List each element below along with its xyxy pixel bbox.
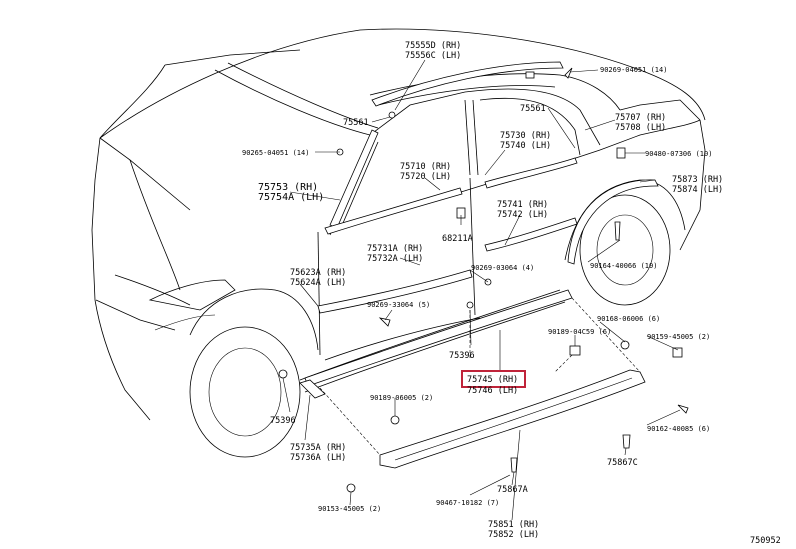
callout-75873-lh: 75874 (LH) xyxy=(672,185,723,195)
callout-90480: 90480-07306 (10) xyxy=(645,150,712,158)
callout-75623-rh: 75623A (RH) xyxy=(290,268,346,278)
callout-75741-lh: 75742 (LH) xyxy=(497,210,548,220)
callout-75730-rh: 75730 (RH) xyxy=(500,131,551,141)
callout-75623-lh: 75624A (LH) xyxy=(290,278,346,288)
callout-75735-lh: 75736A (LH) xyxy=(290,453,346,463)
callout-75753-lh: 75754A (LH) xyxy=(258,192,324,203)
callout-75745-rh: 75745 (RH) xyxy=(467,375,518,385)
highlight-box-75745 xyxy=(461,370,526,388)
callout-90269-33064: 90269-33064 (5) xyxy=(367,301,430,309)
callout-75707-lh: 75708 (LH) xyxy=(615,123,666,133)
callout-75555-rh: 75555D (RH) xyxy=(405,41,461,51)
callout-75396-b: 75396 xyxy=(270,416,296,426)
callout-75561-a: 75561 xyxy=(343,118,369,128)
callout-75873-rh: 75873 (RH) xyxy=(672,175,723,185)
callout-75731-lh: 75732A (LH) xyxy=(367,254,423,264)
callout-labels: 75555D (RH) 75556C (LH) 90269-04051 (14)… xyxy=(242,41,781,546)
callout-90269-04051: 90269-04051 (14) xyxy=(600,66,667,74)
callout-75707-rh: 75707 (RH) xyxy=(615,113,666,123)
callout-75731-rh: 75731A (RH) xyxy=(367,244,423,254)
callout-90189-04c59: 90189-04C59 (6) xyxy=(548,328,611,336)
callout-75753-rh: 75753 (RH) xyxy=(258,182,318,193)
callout-75867a: 75867A xyxy=(497,485,528,495)
callout-75396-a: 75396 xyxy=(449,351,475,361)
callout-90168: 90168-06006 (6) xyxy=(597,315,660,323)
callout-90265: 90265-04051 (14) xyxy=(242,149,309,157)
callout-75710-rh: 75710 (RH) xyxy=(400,162,451,172)
callout-75867c: 75867C xyxy=(607,458,638,468)
callout-75735-rh: 75735A (RH) xyxy=(290,443,346,453)
car-body-outline xyxy=(91,28,706,458)
callout-75730-lh: 75740 (LH) xyxy=(500,141,551,151)
callout-90467: 90467-10182 (7) xyxy=(436,499,499,507)
callout-90269-03064: 90269-03064 (4) xyxy=(471,264,534,272)
callout-75741-rh: 75741 (RH) xyxy=(497,200,548,210)
callout-90159-45005: 90159-45005 (2) xyxy=(647,333,710,341)
callout-75851-lh: 75852 (LH) xyxy=(488,530,539,540)
callout-75710-lh: 75720 (LH) xyxy=(400,172,451,182)
callout-68211a: 68211A xyxy=(442,234,473,244)
callout-75851-rh: 75851 (RH) xyxy=(488,520,539,530)
callout-75555-lh: 75556C (LH) xyxy=(405,51,461,61)
callout-90164: 90164-40066 (10) xyxy=(590,262,657,270)
leader-lines xyxy=(282,59,681,521)
callout-90162: 90162-40085 (6) xyxy=(647,425,710,433)
moldings xyxy=(299,61,659,469)
callout-90189-06005: 90189-06005 (2) xyxy=(370,394,433,402)
diagram-id: 750952 xyxy=(750,536,781,546)
guide-lines xyxy=(319,297,641,456)
callout-75745-lh: 75746 (LH) xyxy=(467,386,518,396)
callout-75561-b: 75561 xyxy=(520,104,546,114)
callout-90153: 90153-45005 (2) xyxy=(318,505,381,513)
